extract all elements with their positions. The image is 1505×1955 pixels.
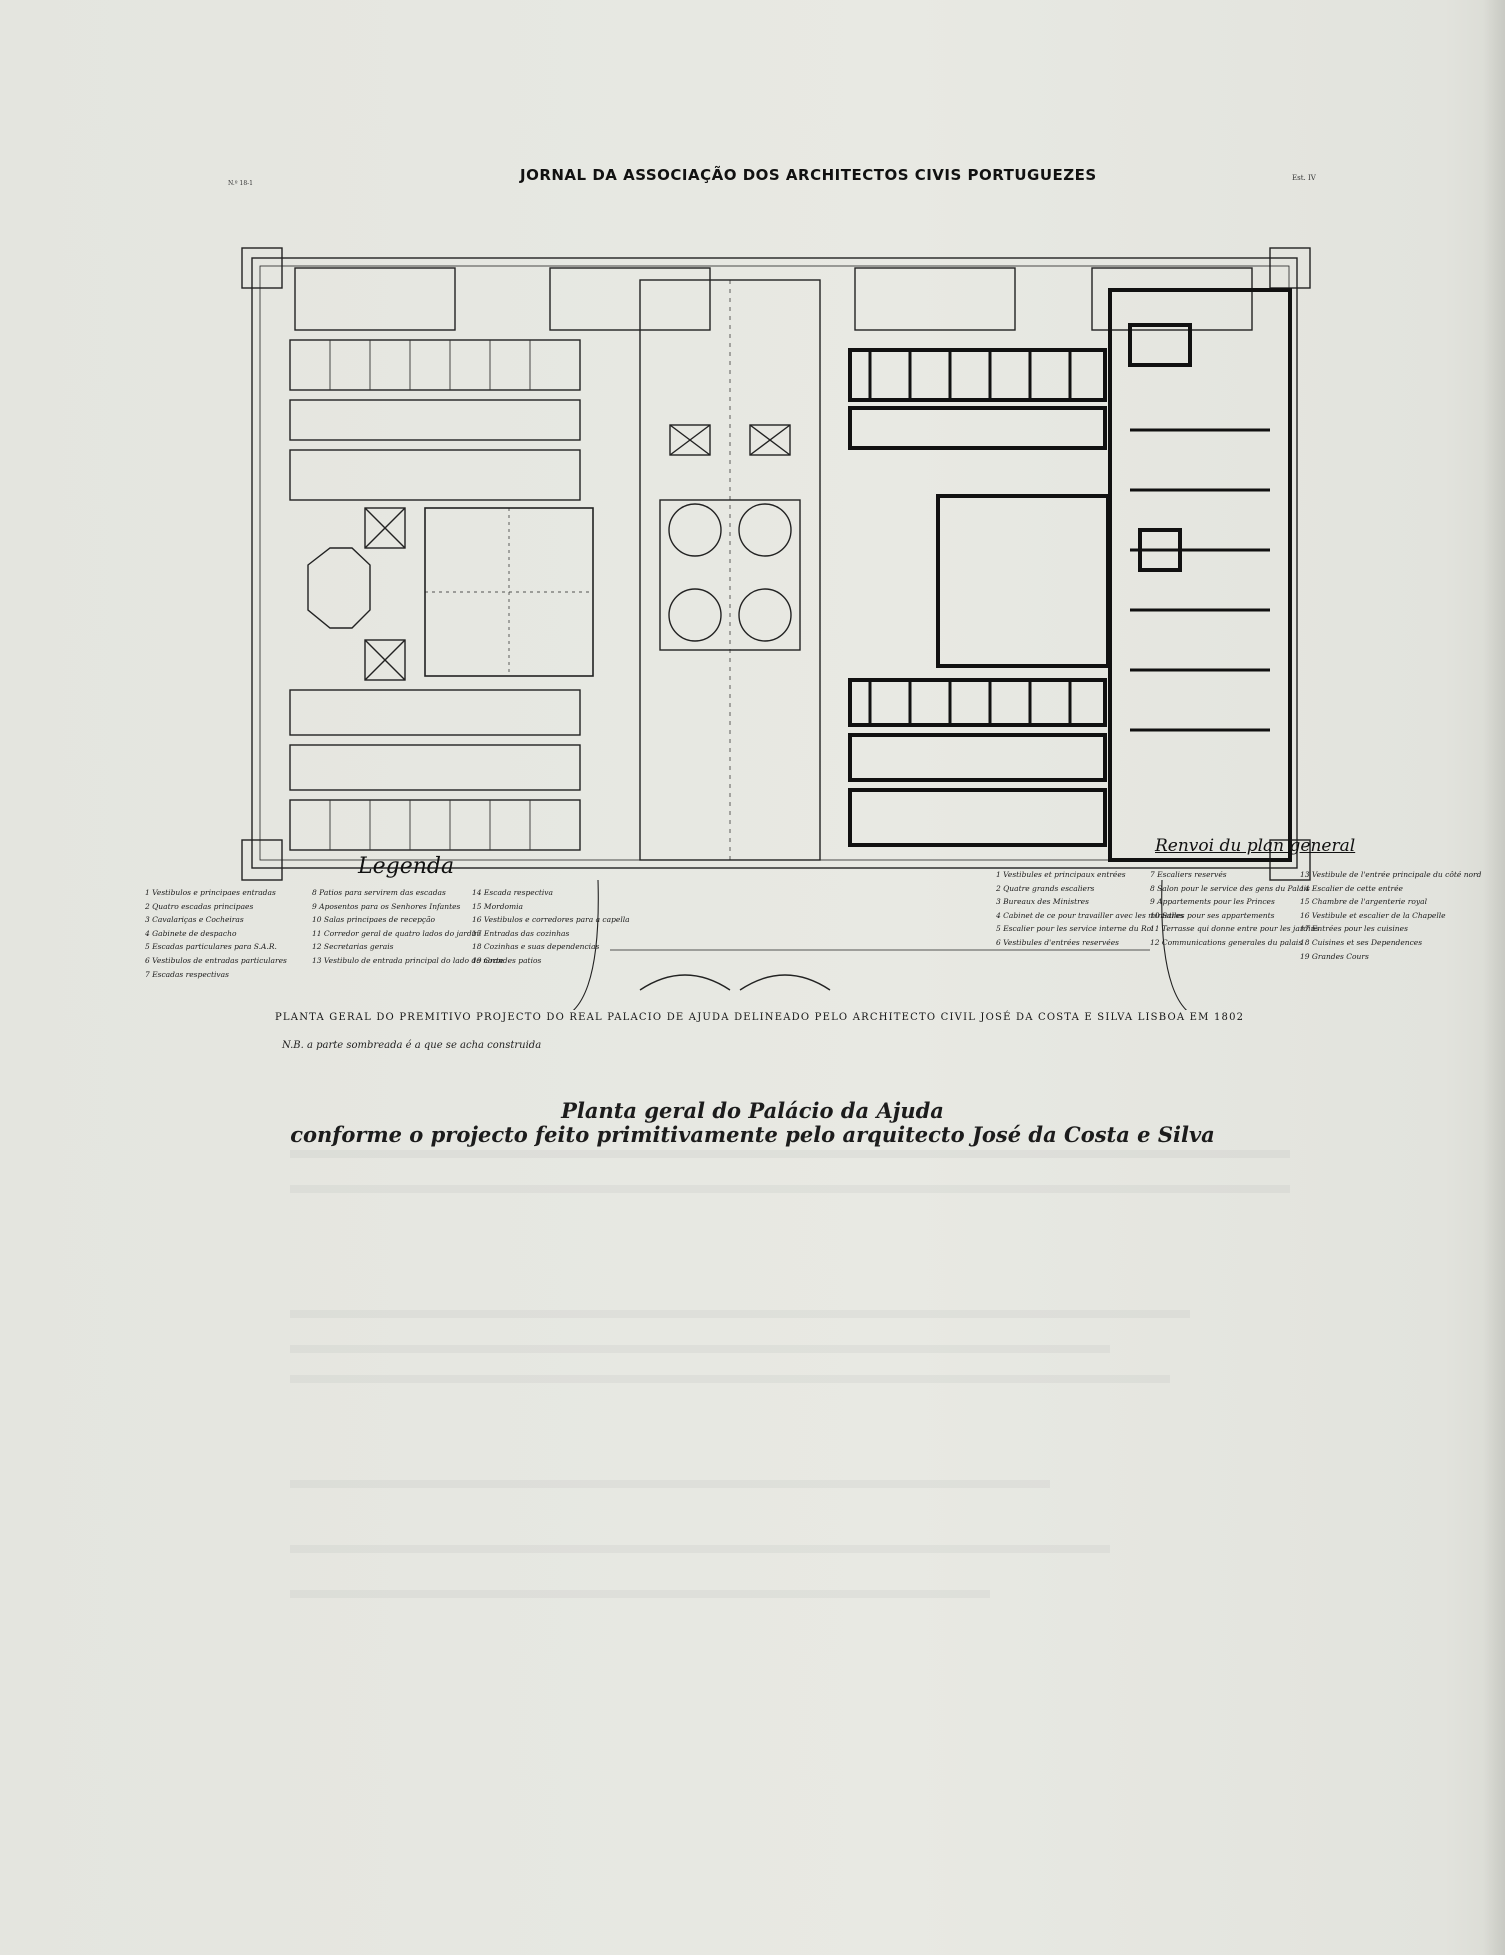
- legend-item: 16 Vestibulos e corredores para a capell…: [472, 915, 630, 925]
- legend-item: 5 Escalier pour les service interne du R…: [996, 924, 1154, 934]
- figure-caption-line-2: conforme o projecto feito primitivamente…: [290, 1122, 1215, 1147]
- legend-item: 5 Escadas particulares para S.A.R.: [145, 942, 277, 952]
- legend-item: 8 Salon pour le service des gens du Pala…: [1150, 883, 1310, 893]
- header-right-note: Est. IV: [1292, 174, 1316, 182]
- page-edge-shadow: [1483, 0, 1505, 1955]
- legend-heading: Legenda: [358, 854, 455, 879]
- legend-item: 19 Grandes Cours: [1300, 951, 1369, 961]
- legend-item: 6 Vestibulos de entradas particulares: [145, 955, 287, 965]
- legend-item: 11 Corredor geral de quatro lados do jar…: [312, 928, 482, 938]
- legend-item: 3 Bureaux des Ministres: [996, 897, 1089, 907]
- bleed-through: [290, 1480, 1050, 1488]
- legend-item: 2 Quatre grands escaliers: [996, 883, 1095, 893]
- legend-item: 4 Gabinete de despacho: [145, 928, 237, 938]
- journal-title: JORNAL DA ASSOCIAÇÃO DOS ARCHITECTOS CIV…: [520, 166, 1097, 184]
- header-left-note: N.º 18-1: [228, 180, 253, 187]
- legend-item: 13 Vestibulo de entrada principal do lad…: [312, 955, 504, 965]
- plan-note: N.B. a parte sombreada é a que se acha c…: [282, 1040, 542, 1051]
- bleed-through: [290, 1590, 990, 1598]
- legend-item: 2 Quatro escadas principaes: [145, 901, 254, 911]
- legend-item: 16 Vestibule et escalier de la Chapelle: [1300, 910, 1446, 920]
- legend-item: 3 Cavalariças e Cocheiras: [145, 915, 244, 925]
- legend-item: 18 Cuisines et ses Dependences: [1300, 937, 1423, 947]
- legend-item: 11 Terrasse qui donne entre pour les jar…: [1150, 924, 1320, 934]
- bleed-through: [290, 1310, 1190, 1318]
- bleed-through: [290, 1345, 1110, 1353]
- legend-item: 17 Entrées pour les cuisines: [1300, 924, 1408, 934]
- legend-item: 14 Escada respectiva: [472, 888, 554, 897]
- legend-item: 9 Appartements pour les Princes: [1150, 897, 1275, 907]
- legend-item: 15 Chambre de l'argenterie royal: [1300, 897, 1427, 907]
- bleed-through: [290, 1545, 1110, 1553]
- legend-item: 17 Entradas das cozinhas: [472, 928, 570, 938]
- legend-item: 1 Vestibules et principaux entrées: [996, 870, 1126, 879]
- legend-column-6: 13 Vestibule de l'entrée principale du c…: [1300, 868, 1481, 963]
- legend-item: 9 Aposentos para os Senhores Infantes: [312, 901, 461, 911]
- legend-item: 15 Mordomia: [472, 901, 524, 911]
- legend-item: 1 Vestibulos e principaes entradas: [145, 888, 276, 897]
- legend-item: 13 Vestibule de l'entrée principale du c…: [1300, 870, 1482, 879]
- legend-item: 8 Patios para servirem das escadas: [312, 888, 446, 897]
- legend-item: 10 Salas principaes de recepção: [312, 915, 436, 925]
- legend-item: 19 Grandes patios: [472, 955, 542, 965]
- legend-column-2: 8 Patios para servirem das escadas 9 Apo…: [312, 886, 504, 968]
- legend-item: 12 Secretarias gerais: [312, 942, 394, 952]
- legend-item: 12 Communications generales du palais: [1150, 937, 1303, 947]
- legend-column-4: 1 Vestibules et principaux entrées 2 Qua…: [996, 868, 1184, 950]
- plan-caption: PLANTA GERAL DO PREMITIVO PROJECTO DO RE…: [275, 1012, 1245, 1023]
- legend-item: 7 Escadas respectivas: [145, 969, 229, 979]
- palace-floor-plan: [241, 247, 1311, 1010]
- legend-item: 4 Cabinet de ce pour travailler avec les…: [996, 910, 1184, 920]
- legend-item: 7 Escaliers reservés: [1150, 870, 1227, 879]
- bleed-through: [290, 1375, 1170, 1383]
- legend-column-1: 1 Vestibulos e principaes entradas 2 Qua…: [145, 886, 287, 981]
- legend-column-5: 7 Escaliers reservés 8 Salon pour le ser…: [1150, 868, 1319, 950]
- bleed-through: [290, 1150, 1290, 1158]
- legend-item: 10 Salles pour ses appartements: [1150, 910, 1275, 920]
- figure-caption-line-1: Planta geral do Palácio da Ajuda: [561, 1098, 944, 1123]
- legend-item: 14 Escalier de cette entrée: [1300, 883, 1403, 893]
- bleed-through: [290, 1185, 1290, 1193]
- legend-column-3: 14 Escada respectiva 15 Mordomia 16 Vest…: [472, 886, 630, 968]
- renvoi-heading: Renvoi du plan general: [1155, 836, 1356, 856]
- legend-item: 6 Vestibules d'entrées reservées: [996, 937, 1119, 947]
- legend-item: 18 Cozinhas e suas dependencias: [472, 942, 600, 952]
